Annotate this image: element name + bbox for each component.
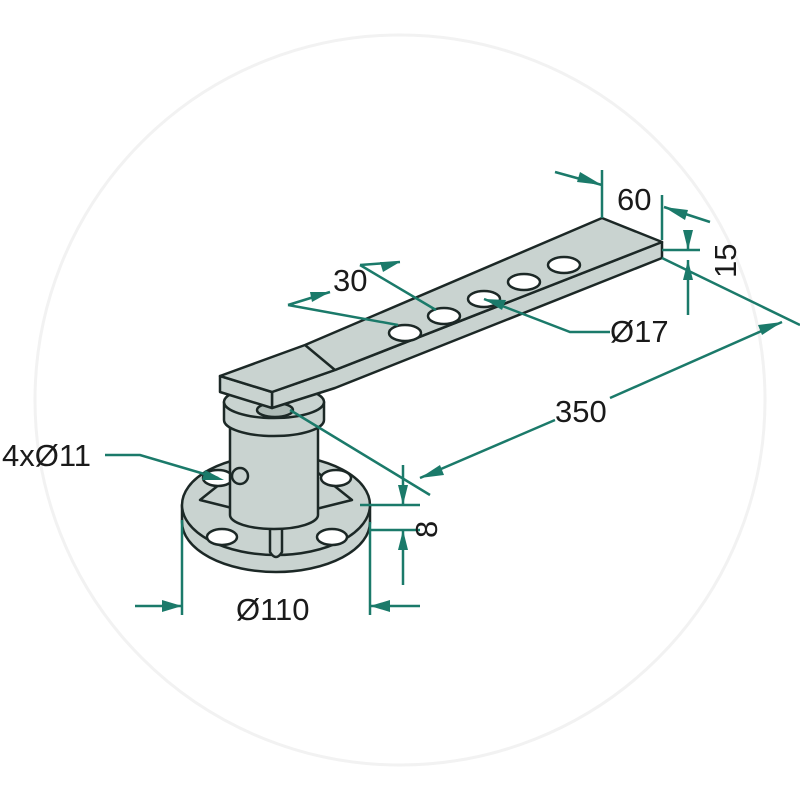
- set-screw: [230, 466, 250, 486]
- flange-holes-label: 4xØ11: [2, 438, 91, 473]
- background-circle: [33, 33, 767, 767]
- flange-hole: [315, 527, 349, 547]
- flange-thickness-label: 8: [409, 521, 444, 538]
- width-label: 60: [617, 182, 651, 217]
- flange-diameter-label: Ø110: [236, 592, 310, 627]
- hole-spacing-label: 30: [333, 263, 367, 298]
- arm-hole: [387, 323, 423, 343]
- arm-hole: [546, 255, 582, 275]
- arm: [218, 216, 664, 410]
- hole-diameter-label: Ø17: [610, 314, 669, 349]
- thickness-label: 15: [708, 244, 743, 278]
- length-label: 350: [555, 394, 607, 429]
- dimension-lines: [105, 170, 800, 615]
- flange-hole: [319, 468, 353, 488]
- arm-hole: [426, 306, 462, 326]
- flange-hole: [205, 527, 239, 547]
- arm-hole: [506, 272, 542, 292]
